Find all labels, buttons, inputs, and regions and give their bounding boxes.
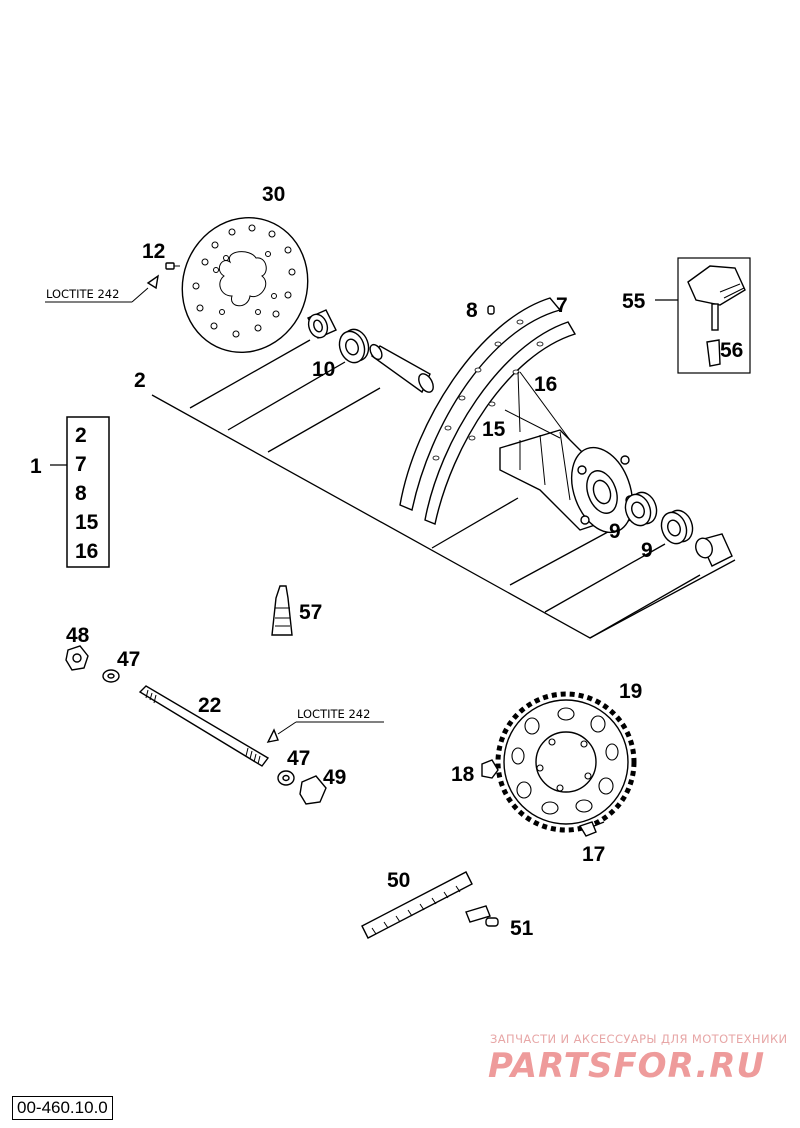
- callout-19: 19: [619, 680, 642, 703]
- callout-50: 50: [387, 869, 410, 892]
- spoke-nipple: [487, 305, 495, 315]
- wheel-rim: [399, 297, 577, 525]
- brake-disc: [181, 216, 309, 354]
- callout-15: 15: [482, 418, 506, 441]
- callout-47-a: 47: [117, 648, 140, 671]
- loctite-note-top-leader: [45, 287, 149, 303]
- callout-30: 30: [262, 183, 285, 206]
- assembly-group-bracket: [50, 416, 110, 568]
- group-item: 15: [75, 511, 99, 534]
- axle-nut-right: [299, 775, 327, 805]
- callout-2: 2: [134, 369, 146, 392]
- watermark-tagline: ЗАПЧАСТИ И АКСЕССУАРЫ ДЛЯ МОТОТЕХНИКИ: [490, 1032, 788, 1046]
- callout-7: 7: [556, 294, 568, 317]
- axle: [138, 685, 270, 767]
- callout-9-b: 9: [641, 539, 653, 562]
- washer-right: [277, 770, 295, 786]
- drive-chain: [361, 871, 473, 939]
- right-spacer: [695, 533, 733, 567]
- bearing-right-2: [660, 509, 694, 545]
- axle-nut-left: [65, 645, 89, 671]
- spare-parts-box: [655, 257, 751, 374]
- chain-master-link: [465, 905, 499, 927]
- callout-12: 12: [142, 240, 165, 263]
- distance-sleeve: [369, 343, 434, 394]
- sprocket-bolt: [578, 821, 605, 837]
- bearing-right-1: [624, 491, 658, 527]
- sprocket: [495, 691, 637, 833]
- grease-tube: [271, 585, 293, 636]
- callout-49: 49: [323, 766, 346, 789]
- callout-10: 10: [312, 358, 335, 381]
- rim-spoke-holes: [432, 319, 544, 461]
- loctite-note-top: LOCTITE 242: [46, 287, 119, 301]
- group-item: 7: [75, 453, 87, 476]
- sprocket-nut: [481, 759, 499, 779]
- sprocket-cutouts: [511, 707, 619, 815]
- callout-51: 51: [510, 917, 534, 940]
- loctite-note-axle: LOCTITE 242: [297, 707, 370, 721]
- callout-labels: 30 12 8 7 55 56 2 10 16 15 1 9 9 57 48 4…: [30, 183, 743, 940]
- callout-22: 22: [198, 694, 221, 717]
- rear-hub: [499, 429, 635, 534]
- bearing-left: [338, 328, 370, 364]
- callout-57: 57: [299, 601, 322, 624]
- group-box-items: 2 7 8 15 16: [75, 424, 99, 563]
- callout-55: 55: [622, 290, 646, 313]
- disc-screw: [146, 262, 180, 290]
- callout-8: 8: [466, 299, 478, 322]
- callout-16: 16: [534, 373, 557, 396]
- assembly-guide-lines: [151, 339, 736, 639]
- callout-48: 48: [66, 624, 90, 647]
- callout-1: 1: [30, 455, 42, 478]
- washer-left: [102, 669, 120, 683]
- group-item: 16: [75, 540, 98, 563]
- disc-holes: [192, 224, 296, 338]
- watermark-brand: PARTSFOR.RU: [488, 1046, 766, 1086]
- callout-18: 18: [451, 763, 475, 786]
- spokes: [504, 371, 571, 441]
- callout-9-a: 9: [609, 520, 621, 543]
- axle-loctite-drop: [266, 721, 384, 743]
- drawing-number: 00-460.10.0: [12, 1096, 113, 1120]
- callout-56: 56: [720, 339, 743, 362]
- bearing-spacer: [307, 309, 337, 339]
- callout-47-b: 47: [287, 747, 310, 770]
- callout-17: 17: [582, 843, 605, 866]
- group-item: 8: [75, 482, 87, 505]
- group-item: 2: [75, 424, 87, 447]
